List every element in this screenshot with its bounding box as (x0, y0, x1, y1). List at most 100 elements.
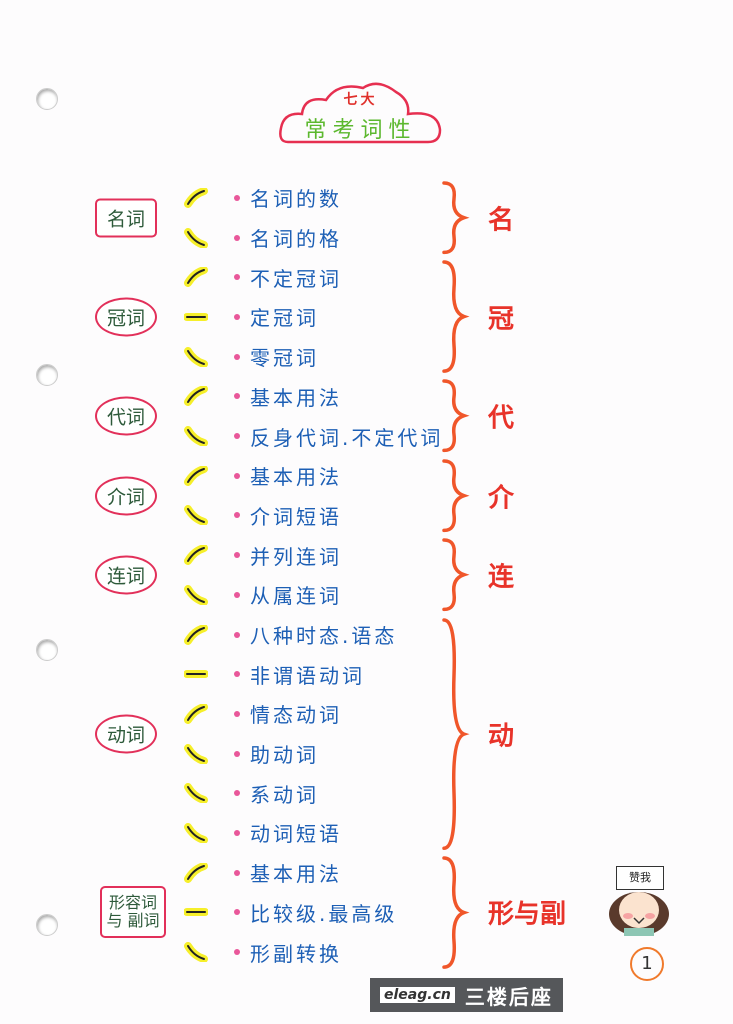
branch-mark-icon (180, 703, 210, 724)
bullet-icon (234, 194, 240, 201)
bullet-icon (234, 234, 240, 241)
item-text: 情态动词 (250, 703, 342, 728)
brace-icon (442, 538, 470, 612)
item-text: 零冠词 (250, 346, 319, 371)
bullet-icon (234, 472, 240, 479)
branch-mark-icon (180, 465, 210, 486)
branch-mark-icon (180, 783, 210, 804)
item-text: 基本用法 (250, 465, 342, 490)
branch-mark-icon (180, 902, 210, 922)
branch-mark-icon (180, 624, 210, 645)
item-text: 不定冠词 (250, 266, 342, 291)
list-item: 比较级.最高级 (180, 893, 397, 933)
item-text: 反身代词.不定代词 (250, 425, 444, 450)
girl-icon (609, 892, 669, 936)
item-text: 并列连词 (250, 544, 342, 569)
list-item: 不定冠词 (180, 257, 342, 297)
bullet-icon (234, 790, 240, 797)
item-text: 名词的格 (250, 227, 342, 252)
bullet-icon (234, 710, 240, 717)
bullet-icon (234, 909, 240, 916)
list-item: 定冠词 (180, 297, 342, 337)
sticker-sign: 赞我 (616, 866, 664, 890)
bullet-icon (234, 829, 240, 836)
watermark: eleag.cn 三楼后座 (370, 978, 563, 1012)
group-label: 名词 (95, 198, 158, 238)
branch-mark-icon (180, 584, 210, 605)
list-item: 从属连词 (180, 575, 342, 615)
watermark-site: eleag.cn (380, 987, 455, 1003)
page-title: 常考词性 (304, 118, 417, 143)
branch-mark-icon (180, 267, 210, 288)
item-text: 名词的数 (250, 187, 342, 212)
branch-mark-icon (180, 386, 210, 407)
list-item: 基本用法 (180, 376, 443, 416)
branch-mark-icon (180, 942, 210, 963)
word-class-group: 冠词 不定冠词定冠词零冠词 冠 (0, 257, 733, 376)
group-label: 冠词 (95, 297, 158, 337)
word-class-group: 代词 基本用法反身代词.不定代词 代 (0, 376, 733, 455)
binder-hole (36, 364, 58, 386)
list-item: 零冠词 (180, 337, 342, 377)
item-text: 动词短语 (250, 822, 342, 847)
list-item: 基本用法 (180, 853, 397, 893)
item-text: 基本用法 (250, 385, 342, 410)
bullet-icon (234, 750, 240, 757)
branch-mark-icon (180, 426, 210, 447)
brace-icon (442, 181, 470, 255)
summary-label: 动 (488, 721, 515, 752)
bullet-icon (234, 433, 240, 440)
summary-label: 形与副 (488, 899, 567, 930)
bullet-icon (234, 274, 240, 281)
bullet-icon (234, 949, 240, 956)
binder-hole (36, 88, 58, 110)
branch-mark-icon (180, 664, 210, 684)
list-item: 助动词 (180, 734, 397, 774)
bullet-icon (234, 631, 240, 638)
list-item: 动词短语 (180, 813, 397, 853)
list-item: 形副转换 (180, 932, 397, 972)
list-item: 名词的格 (180, 218, 342, 258)
summary-label: 冠 (488, 304, 515, 335)
list-item: 反身代词.不定代词 (180, 416, 443, 456)
group-label: 连词 (95, 555, 158, 595)
bullet-icon (234, 393, 240, 400)
summary-label: 代 (488, 403, 515, 434)
cartoon-girl-sticker: 赞我 (598, 866, 688, 936)
branch-mark-icon (180, 227, 210, 248)
bullet-icon (234, 353, 240, 360)
brace-icon (442, 459, 470, 533)
list-item: 名词的数 (180, 178, 342, 218)
branch-mark-icon (180, 862, 210, 883)
bullet-icon (234, 591, 240, 598)
list-item: 情态动词 (180, 694, 397, 734)
watermark-text: 三楼后座 (464, 984, 553, 1009)
list-item: 八种时态.语态 (180, 615, 397, 655)
bullet-icon (234, 313, 240, 320)
bullet-icon (234, 552, 240, 559)
branch-mark-icon (180, 187, 210, 208)
binder-hole (36, 639, 58, 661)
group-label: 代词 (95, 396, 158, 436)
list-item: 系动词 (180, 773, 397, 813)
summary-label: 介 (488, 483, 515, 514)
word-class-group: 名词 名词的数名词的格 名 (0, 178, 733, 257)
item-text: 形副转换 (250, 941, 342, 966)
group-label: 介词 (95, 476, 158, 516)
item-text: 定冠词 (250, 306, 319, 331)
word-class-list: 名词名词的数名词的格名冠词不定冠词定冠词零冠词冠代词基本用法反身代词.不定代词代… (0, 178, 733, 972)
summary-label: 名 (488, 205, 515, 236)
group-label: 动词 (95, 714, 158, 754)
brace-icon (442, 260, 470, 374)
branch-mark-icon (180, 346, 210, 367)
branch-mark-icon (180, 545, 210, 566)
summary-label: 连 (488, 562, 515, 593)
page-number: 1 (630, 947, 664, 981)
cloud-icon (279, 82, 442, 144)
item-text: 比较级.最高级 (250, 901, 398, 926)
brace-icon (442, 379, 470, 453)
list-item: 介词短语 (180, 496, 342, 536)
title-line1: 七大 (343, 92, 378, 108)
item-text: 系动词 (250, 782, 319, 807)
binder-hole (36, 914, 58, 936)
